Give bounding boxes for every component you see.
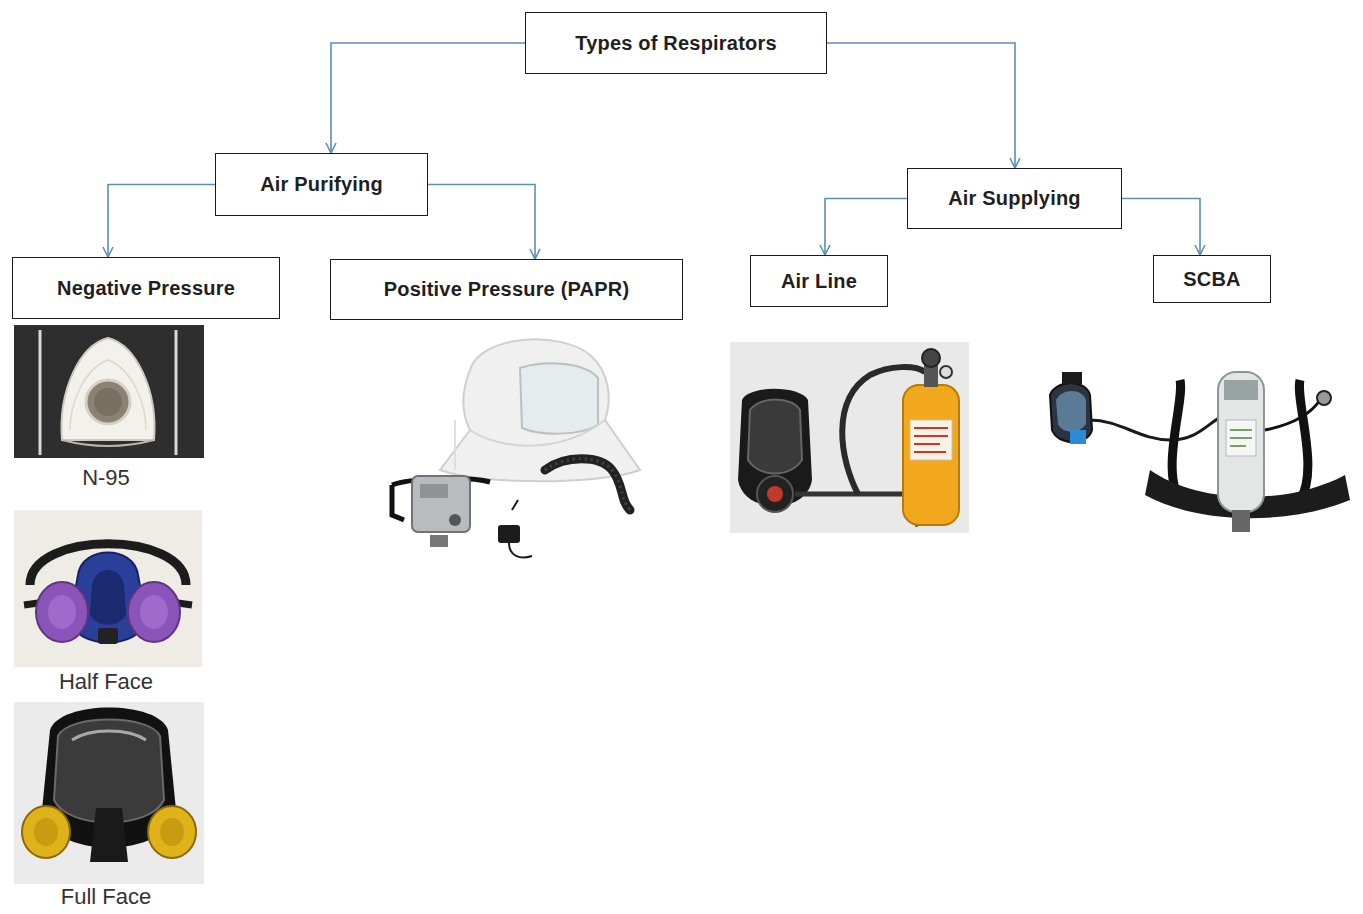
scba-unit-photo-part	[1230, 430, 1252, 446]
scba-unit-photo-part	[1062, 372, 1082, 384]
full-face-respirator-photo-part	[160, 818, 184, 846]
half-face-respirator-photo-part	[128, 582, 180, 642]
category-box: Positive Pressure (PAPR)	[330, 259, 683, 320]
papr-hood-and-blower-part	[412, 476, 470, 532]
full-face-respirator-photo	[14, 702, 204, 884]
n95-mask-photo-part	[70, 360, 146, 430]
category-box: SCBA	[1153, 255, 1271, 303]
scba-unit-photo-part	[1226, 420, 1256, 456]
box-label: Negative Pressure	[57, 277, 235, 300]
scba-unit-photo-part	[1056, 391, 1086, 432]
air-line-respirator-photo-part	[757, 476, 793, 512]
n95-mask-photo	[14, 325, 204, 458]
full-face-respirator-photo-part	[34, 818, 58, 846]
category-box: Types of Respirators	[525, 12, 827, 74]
connector-arrow	[1122, 199, 1200, 256]
full-face-respirator-photo-part	[14, 702, 204, 884]
air-line-respirator-photo-part	[922, 349, 940, 367]
air-line-respirator-photo-part	[910, 420, 952, 460]
half-face-respirator-photo	[14, 510, 202, 667]
air-line-respirator-photo-part	[748, 400, 802, 474]
half-face-respirator-photo-part	[48, 595, 76, 629]
air-line-respirator-photo-part	[940, 366, 952, 378]
papr-hood-and-blower-part	[449, 514, 461, 526]
n95-mask-photo-part	[62, 440, 154, 446]
connector-arrow	[827, 43, 1015, 168]
scba-unit-photo-part	[1317, 391, 1331, 405]
image-caption: N-95	[80, 465, 132, 491]
air-line-respirator-photo-part	[903, 385, 959, 525]
n95-mask-photo-part	[39, 330, 42, 455]
papr-hood-and-blower-part	[392, 485, 404, 520]
n95-mask-photo-part	[14, 325, 204, 458]
papr-hood-and-blower-part	[420, 484, 448, 498]
full-face-respirator-photo-part	[54, 720, 164, 823]
air-line-respirator-photo-part	[738, 389, 812, 507]
half-face-respirator-photo-part	[14, 510, 202, 667]
box-label: Air Line	[781, 270, 857, 293]
air-line-respirator-photo	[730, 342, 969, 533]
scba-unit-photo-part	[1265, 380, 1308, 505]
category-box: Air Purifying	[215, 153, 428, 216]
air-line-respirator-photo-part	[730, 342, 969, 533]
n95-mask-photo-part	[86, 380, 130, 424]
box-label: Air Purifying	[260, 173, 383, 196]
image-caption: Half Face	[57, 669, 155, 695]
category-box: Negative Pressure	[12, 257, 280, 319]
half-face-respirator-photo-part	[98, 628, 118, 644]
full-face-respirator-photo-part	[148, 806, 196, 858]
connector-arrow	[108, 185, 215, 258]
n95-mask-photo-part	[175, 330, 178, 455]
category-box: Air Supplying	[907, 168, 1122, 229]
half-face-respirator-photo-part	[36, 582, 88, 642]
papr-hood-and-blower-part	[545, 459, 630, 510]
papr-hood-and-blower-part	[512, 500, 518, 510]
connector-arrow	[428, 185, 535, 260]
scba-unit-photo-part	[1224, 380, 1258, 400]
box-label: SCBA	[1183, 268, 1240, 291]
scba-unit-photo-part	[1232, 510, 1250, 532]
n95-mask-photo-part	[62, 338, 155, 440]
connector-arrow	[825, 199, 907, 256]
papr-hood-and-blower-part	[470, 420, 605, 446]
half-face-respirator-photo-part	[90, 570, 126, 625]
air-line-respirator-photo-part	[914, 428, 948, 452]
box-label: Positive Pressure (PAPR)	[384, 278, 630, 301]
papr-hood-and-blower	[392, 339, 640, 557]
air-line-respirator-photo-part	[767, 486, 783, 502]
scba-unit-photo-part	[1265, 400, 1320, 430]
scba-unit-photo-part	[1090, 415, 1225, 440]
scba-unit-photo-part	[1070, 430, 1086, 444]
papr-hood-and-blower-part	[440, 339, 640, 481]
full-face-respirator-photo-part	[72, 731, 146, 740]
image-caption: Full Face	[59, 884, 153, 910]
box-label: Air Supplying	[948, 187, 1081, 210]
connector-arrow	[331, 43, 525, 153]
scba-unit-photo	[1050, 372, 1350, 532]
papr-hood-and-blower-part	[430, 535, 448, 547]
n95-mask-photo-part	[94, 388, 122, 416]
box-label: Types of Respirators	[575, 32, 776, 55]
papr-hood-and-blower-part	[520, 363, 598, 433]
category-box: Air Line	[750, 255, 888, 307]
papr-hood-and-blower-part	[454, 420, 456, 470]
papr-hood-and-blower-part	[498, 525, 520, 543]
air-line-respirator-photo-part	[924, 365, 938, 387]
scba-unit-photo-part	[1218, 372, 1264, 512]
papr-hood-and-blower-part	[509, 543, 532, 557]
papr-hood-and-blower-part	[545, 459, 630, 510]
half-face-respirator-photo-part	[140, 595, 168, 629]
full-face-respirator-photo-part	[90, 808, 128, 862]
full-face-respirator-photo-part	[22, 806, 70, 858]
